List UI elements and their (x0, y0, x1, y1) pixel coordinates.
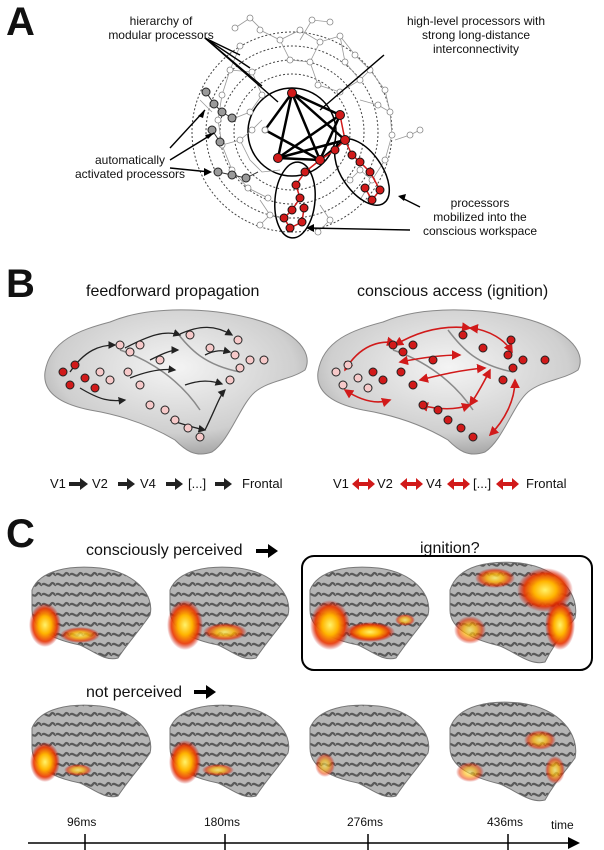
right-stage-arrows (352, 478, 519, 490)
right-stage-dots: [...] (473, 476, 492, 491)
row1-brain-1 (29, 566, 152, 660)
left-nodes (58, 330, 269, 442)
row2-brain-4 (449, 701, 577, 802)
time-label-180: 180ms (204, 815, 241, 829)
row2-label: not perceived (86, 684, 183, 701)
label-hierarchy: hierarchy of modular processors (108, 14, 214, 42)
label-high-level: high-level processors with strong long-d… (406, 14, 546, 56)
right-stage-v2: V2 (377, 476, 393, 491)
left-stage-v4: V4 (140, 476, 156, 491)
strong-links (263, 91, 346, 162)
annotation-lines (169, 37, 421, 231)
box-label: ignition? (420, 540, 480, 557)
auto-nodes (201, 87, 251, 183)
ring-2 (233, 73, 351, 191)
time-label-96: 96ms (67, 815, 97, 829)
label-auto: automatically activated processors (74, 153, 186, 181)
label-mobilized: processors mobilized into the conscious … (422, 196, 538, 238)
right-nodes (331, 330, 550, 442)
right-stage-v4: V4 (426, 476, 442, 491)
ellipse-left (274, 161, 316, 239)
core-gray-node (261, 126, 269, 134)
mobilized-nodes (273, 88, 385, 233)
time-label-436: 436ms (487, 815, 524, 829)
time-axis (28, 834, 568, 850)
panel-b-letter: B (6, 262, 35, 306)
time-axis-arrowhead (568, 837, 580, 849)
left-stage-v2: V2 (92, 476, 108, 491)
left-stage-dots: [...] (188, 476, 207, 491)
b-right-title: conscious access (ignition) (357, 283, 549, 300)
row1-brain-4 (449, 561, 577, 664)
ring-4 (205, 45, 379, 219)
right-stage-frontal: Frontal (526, 476, 567, 491)
row1-brain-2 (167, 566, 290, 660)
background-nodes (214, 14, 424, 236)
ignition-box (301, 555, 593, 671)
row2-brain-2 (169, 704, 290, 798)
time-axis-label: time (551, 818, 574, 832)
row1-brain-3 (309, 566, 430, 660)
left-stage-frontal: Frontal (242, 476, 283, 491)
b-left-title: feedforward propagation (86, 283, 260, 300)
row1-label: consciously perceived (86, 542, 243, 559)
left-stage-arrows (69, 478, 232, 490)
label-arrows (194, 544, 278, 699)
panel-a-letter: A (6, 0, 35, 44)
row2-brain-3 (309, 704, 430, 798)
annotation-arrowheads (198, 110, 406, 232)
right-stage-v1: V1 (333, 476, 349, 491)
left-stage-v1: V1 (50, 476, 66, 491)
row2-brain-1 (30, 704, 152, 798)
time-label-276: 276ms (347, 815, 384, 829)
panel-c-letter: C (6, 512, 35, 556)
right-arrows (343, 322, 520, 437)
